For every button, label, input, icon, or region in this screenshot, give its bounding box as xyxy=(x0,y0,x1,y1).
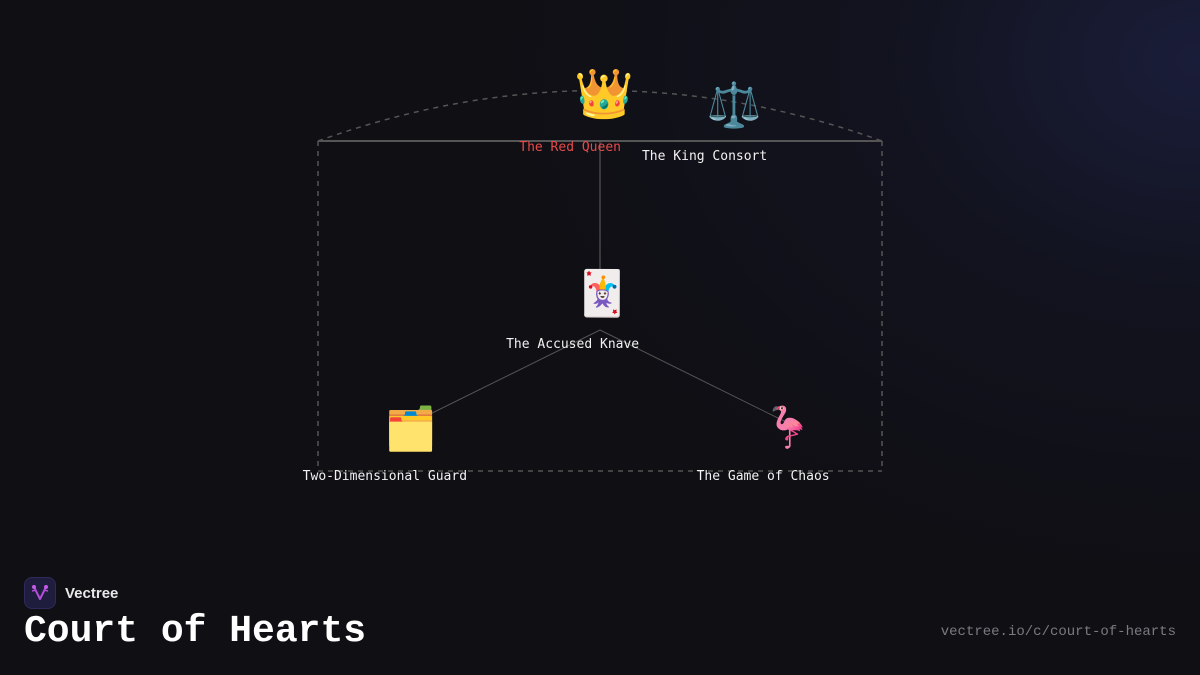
card-index-dividers-icon: 🗂️ xyxy=(384,404,438,453)
page-title: Court of Hearts xyxy=(24,610,367,653)
node-king-consort[interactable]: ⚖️ The King Consort xyxy=(642,80,767,165)
node-label: The Red Queen xyxy=(519,140,621,155)
node-label: The Accused Knave xyxy=(506,337,640,352)
node-accused-knave[interactable]: 🃏 The Accused Knave xyxy=(506,268,639,353)
branching-v-icon xyxy=(24,577,56,609)
brand-name: Vectree xyxy=(65,584,119,602)
node-label: The King Consort xyxy=(641,149,768,164)
node-red-queen[interactable]: 👑 The Red Queen xyxy=(519,66,634,155)
node-label: Two-Dimensional Guard xyxy=(302,469,468,484)
joker-card-icon: 🃏 xyxy=(574,268,630,319)
node-two-dimensional-guard[interactable]: 🗂️ Two-Dimensional Guard xyxy=(303,404,467,485)
flamingo-icon: 🦩 xyxy=(763,405,813,451)
balance-scale-icon: ⚖️ xyxy=(706,80,762,131)
group-arc xyxy=(317,89,883,142)
crown-icon: 👑 xyxy=(574,66,634,122)
share-url[interactable]: vectree.io/c/court-of-hearts xyxy=(940,624,1176,640)
node-label: The Game of Chaos xyxy=(696,469,830,484)
edge-knave-guard xyxy=(413,329,601,423)
brand: Vectree xyxy=(24,577,118,609)
edge-knave-chaos xyxy=(599,329,787,423)
node-game-of-chaos[interactable]: 🦩 The Game of Chaos xyxy=(697,405,830,484)
